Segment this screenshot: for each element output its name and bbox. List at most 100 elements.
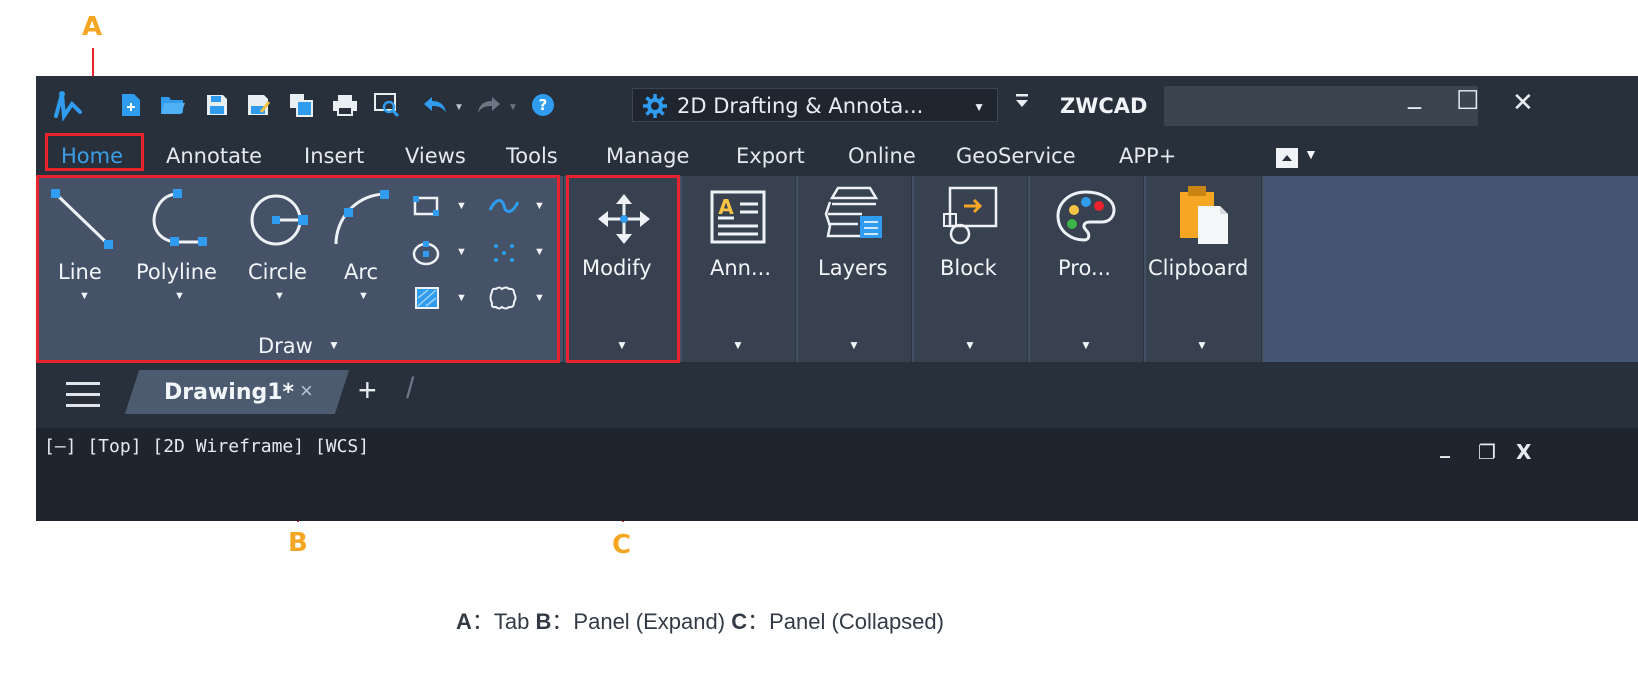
- modify-panel-dropdown-icon: ▼: [616, 338, 628, 352]
- ribbon-options-dropdown-icon[interactable]: ▼: [1304, 146, 1318, 162]
- annotation-panel[interactable]: A Ann... ▼: [682, 176, 796, 362]
- undo-icon[interactable]: [422, 92, 448, 118]
- tab-insert[interactable]: Insert: [304, 144, 365, 168]
- move-icon: [596, 192, 652, 251]
- arc-icon[interactable]: [328, 186, 392, 255]
- circle-icon[interactable]: [246, 190, 310, 255]
- arc-dropdown-icon[interactable]: ▼: [358, 290, 369, 302]
- print-icon[interactable]: [332, 92, 358, 118]
- minimize-button[interactable]: _: [1408, 80, 1421, 110]
- tab-export[interactable]: Export: [736, 144, 805, 168]
- ellipse-dropdown-icon[interactable]: ▼: [456, 246, 467, 258]
- block-panel[interactable]: Block ▼: [914, 176, 1028, 362]
- undo-dropdown-icon[interactable]: ▼: [454, 102, 464, 113]
- redo-icon[interactable]: [476, 92, 502, 118]
- caption-text-a: Tab: [493, 609, 530, 634]
- arc-tool-label[interactable]: Arc: [344, 260, 379, 284]
- svg-text:A: A: [718, 195, 734, 219]
- tab-views[interactable]: Views: [405, 144, 466, 168]
- drawing-viewport[interactable]: [—] [Top] [2D Wireframe] [WCS] _ ❐ X: [36, 428, 1638, 521]
- modify-panel-label: Modify: [582, 256, 652, 280]
- spline-dropdown-icon[interactable]: ▼: [534, 200, 545, 212]
- hatch-icon[interactable]: [414, 286, 440, 315]
- palette-icon: [1056, 188, 1116, 249]
- caption-key-b: B: [535, 609, 552, 634]
- revision-cloud-icon[interactable]: [488, 286, 518, 315]
- line-tool-label[interactable]: Line: [58, 260, 102, 284]
- text-icon: A: [710, 190, 766, 249]
- layers-panel-dropdown-icon: ▼: [848, 338, 860, 352]
- point-dropdown-icon[interactable]: ▼: [534, 246, 545, 258]
- gear-icon: [641, 92, 669, 125]
- circle-dropdown-icon[interactable]: ▼: [274, 290, 285, 302]
- revision-cloud-dropdown-icon[interactable]: ▼: [534, 292, 545, 304]
- drawing-tab-label[interactable]: Drawing1*: [164, 380, 295, 405]
- close-tab-icon[interactable]: ×: [300, 378, 313, 403]
- tab-online[interactable]: Online: [848, 144, 916, 168]
- customize-quick-access-icon[interactable]: [1014, 90, 1030, 116]
- polyline-icon[interactable]: [146, 188, 210, 255]
- tab-geoservice[interactable]: GeoService: [956, 144, 1076, 168]
- block-panel-dropdown-icon: ▼: [964, 338, 976, 352]
- ribbon-tabs: Home Annotate Insert Views Tools Manage …: [36, 134, 1638, 176]
- clipboard-panel[interactable]: Clipboard ▼: [1146, 176, 1262, 362]
- hatch-dropdown-icon[interactable]: ▼: [456, 292, 467, 304]
- point-icon[interactable]: [492, 242, 516, 269]
- redo-dropdown-icon[interactable]: ▼: [508, 102, 518, 113]
- ellipse-icon[interactable]: [412, 240, 442, 271]
- close-button[interactable]: ✕: [1512, 88, 1534, 118]
- print-preview-icon[interactable]: [374, 92, 400, 118]
- layers-panel[interactable]: Layers ▼: [798, 176, 912, 362]
- new-file-icon[interactable]: [118, 92, 144, 118]
- tab-app-plus[interactable]: APP+: [1119, 144, 1177, 168]
- annotation-panel-label: Ann...: [710, 256, 772, 280]
- annotation-letter-b: B: [288, 528, 308, 558]
- viewport-restore-button[interactable]: ❐: [1478, 440, 1496, 464]
- line-dropdown-icon[interactable]: ▼: [79, 290, 90, 302]
- blurred-file-path: [1164, 86, 1478, 126]
- chevron-down-icon: ▼: [973, 100, 985, 114]
- spline-icon[interactable]: [488, 196, 520, 221]
- modify-panel[interactable]: Modify ▼: [568, 176, 680, 362]
- tab-separator: /: [406, 372, 415, 405]
- ribbon-empty-area: [1264, 176, 1638, 362]
- draw-panel-title[interactable]: Draw: [258, 334, 313, 358]
- viewport-minimize-button[interactable]: _: [1440, 434, 1450, 458]
- properties-panel-dropdown-icon: ▼: [1080, 338, 1092, 352]
- annotation-letter-c: C: [612, 530, 632, 560]
- new-tab-button[interactable]: +: [358, 372, 377, 408]
- open-folder-icon[interactable]: [160, 92, 186, 118]
- save-all-icon[interactable]: [288, 92, 314, 118]
- viewport-close-button[interactable]: X: [1516, 440, 1532, 464]
- clipboard-panel-dropdown-icon: ▼: [1196, 338, 1208, 352]
- insert-block-icon: [940, 186, 1000, 251]
- workspace-select[interactable]: 2D Drafting & Annota... ▼: [632, 88, 998, 122]
- viewport-controls-label[interactable]: [—] [Top] [2D Wireframe] [WCS]: [44, 436, 370, 457]
- clipboard-panel-label: Clipboard: [1148, 256, 1249, 280]
- tab-tools[interactable]: Tools: [506, 144, 558, 168]
- help-icon[interactable]: ?: [530, 92, 556, 118]
- clipboard-icon: [1176, 184, 1232, 251]
- circle-tool-label[interactable]: Circle: [248, 260, 307, 284]
- app-logo-icon[interactable]: [50, 86, 84, 122]
- rectangle-icon[interactable]: [412, 194, 442, 223]
- document-tabs: Drawing1* × + /: [36, 362, 1638, 428]
- properties-panel[interactable]: Pro... ▼: [1030, 176, 1144, 362]
- rectangle-dropdown-icon[interactable]: ▼: [456, 200, 467, 212]
- minimize-ribbon-button[interactable]: [1276, 148, 1298, 168]
- maximize-button[interactable]: ☐: [1456, 86, 1480, 116]
- polyline-tool-label[interactable]: Polyline: [136, 260, 217, 284]
- figure-caption: A：Tab B：Panel (Expand) C：Panel (Collapse…: [456, 609, 944, 634]
- caption-text-c: Panel (Collapsed): [769, 609, 944, 634]
- title-bar: ▼ ▼ ? 2D Drafting & Annota... ▼ ZWCAD _ …: [36, 76, 1638, 134]
- line-icon[interactable]: [50, 188, 114, 255]
- draw-panel-expand-icon[interactable]: ▼: [328, 338, 340, 352]
- polyline-dropdown-icon[interactable]: ▼: [174, 290, 185, 302]
- menu-icon[interactable]: [66, 382, 100, 407]
- tab-annotate[interactable]: Annotate: [166, 144, 263, 168]
- save-as-icon[interactable]: [246, 92, 272, 118]
- tab-home[interactable]: Home: [61, 144, 124, 168]
- zwcad-window: ▼ ▼ ? 2D Drafting & Annota... ▼ ZWCAD _ …: [36, 76, 1638, 521]
- save-icon[interactable]: [204, 92, 230, 118]
- tab-manage[interactable]: Manage: [606, 144, 690, 168]
